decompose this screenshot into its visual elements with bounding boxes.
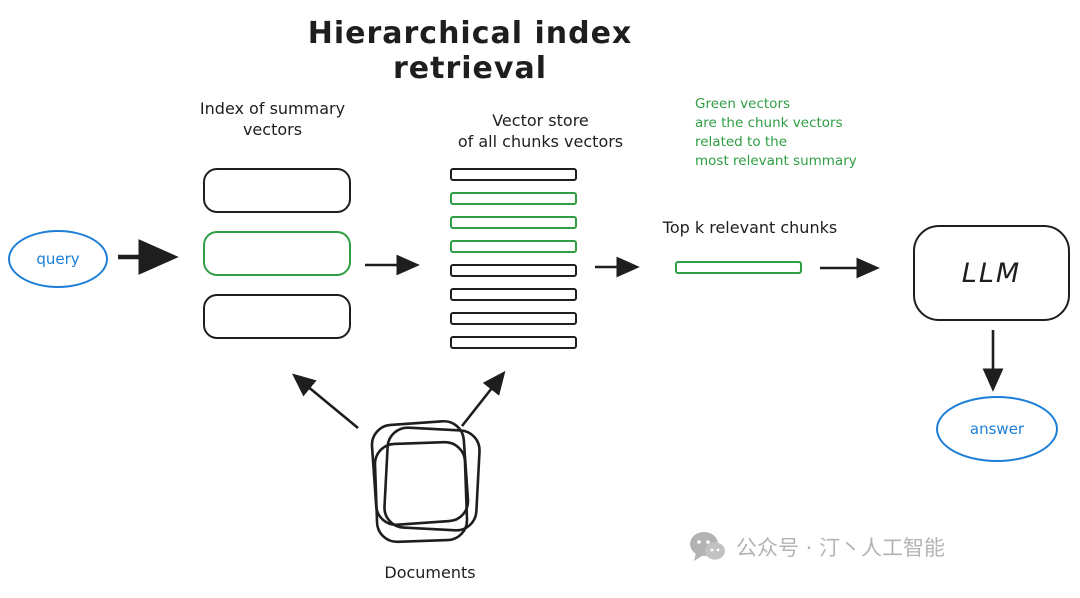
chunk-vector-bar-green [450,240,577,253]
query-node: query [8,230,108,288]
annotation-line: related to the [695,134,788,150]
wechat-icon [690,532,725,561]
llm-node: LLM [913,225,1070,321]
vector-store-bars [450,168,577,360]
vector-store-label-line2: of all chunks vectors [457,132,624,151]
watermark-text: 公众号 · 汀丶人工智能 [736,536,946,560]
watermark: 公众号 · 汀丶人工智能 [688,530,945,564]
annotation-line: most relevant summary [695,153,857,169]
answer-node: answer [936,396,1058,462]
documents-icon [370,419,481,544]
summary-vector-box-black [203,294,351,339]
arrow-docs-to-summary [291,373,359,430]
chunk-vector-bar-black [450,168,577,181]
summary-index-label: Index of summary vectors [175,98,370,140]
top-k-label: Top k relevant chunks [662,218,838,237]
top-k-chunk-bar [675,261,802,274]
summary-vector-box-black [203,168,351,213]
vector-store-label: Vector store of all chunks vectors [428,110,653,152]
query-label: query [36,250,80,268]
chunk-vector-bar-black [450,288,577,301]
documents-label: Documents [384,563,476,582]
chunk-vector-bar-green [450,192,577,205]
answer-label: answer [969,420,1025,438]
chunk-vector-bar-green [450,216,577,229]
page-title: Hierarchical index retrieval [307,16,633,86]
green-vectors-annotation: Green vectors are the chunk vectors rela… [695,95,905,171]
annotation-line: are the chunk vectors [695,115,843,131]
chunk-vector-bar-black [450,312,577,325]
summary-index-label-line1: Index of summary [199,99,346,118]
annotation-line: Green vectors [695,96,791,112]
chunk-vector-bar-black [450,264,577,277]
chunk-vector-bar-black [450,336,577,349]
llm-label: LLM [961,257,1022,289]
summary-vector-box-green [203,231,351,276]
summary-boxes [203,168,351,357]
vector-store-label-line1: Vector store [492,111,589,130]
summary-index-label-line2: vectors [242,120,303,139]
